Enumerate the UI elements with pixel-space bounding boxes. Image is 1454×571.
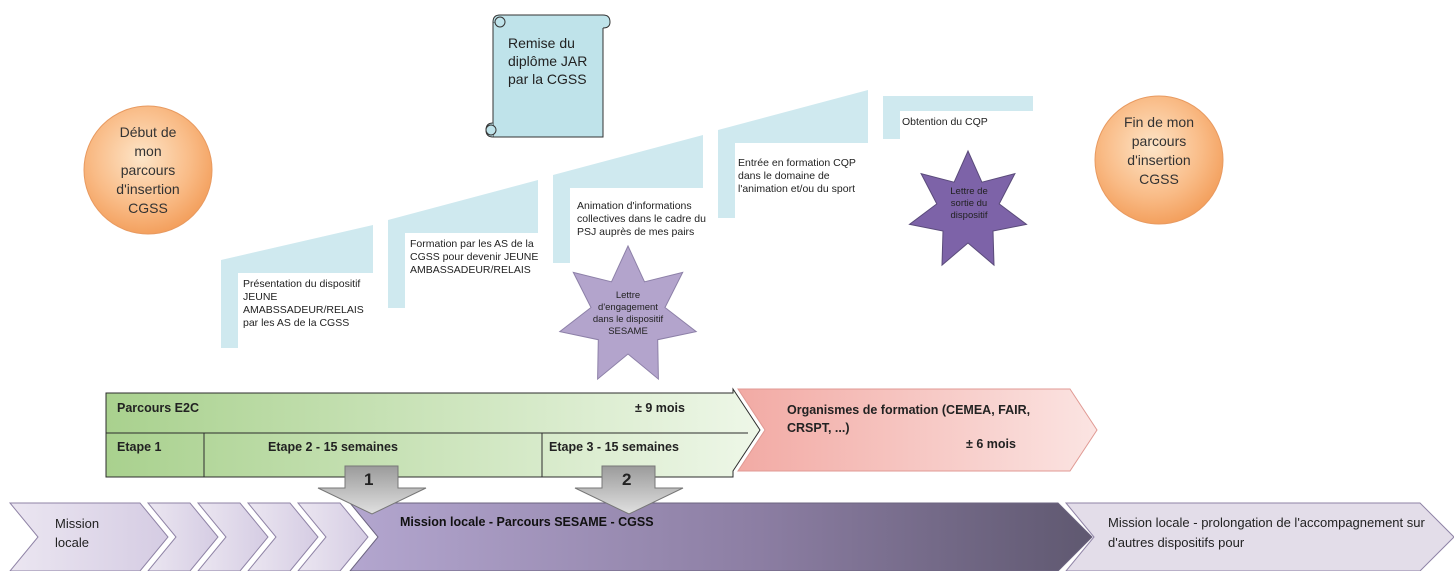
marker-1-arrow: [317, 465, 427, 515]
star-engagement-label: Lettre d'engagement dans le dispositif S…: [592, 290, 664, 337]
step-2-label: Formation par les AS de la CGSS pour dev…: [410, 238, 539, 276]
step-1-label: Présentation du dispositif JEUNE AMABSSA…: [243, 278, 364, 329]
e2c-etape-2: Etape 2 - 15 semaines: [268, 440, 398, 454]
e2c-etape-1: Etape 1: [117, 440, 162, 454]
mission-chevron-2: [146, 502, 219, 571]
start-circle-label: Début de mon parcours d'insertion CGSS: [116, 124, 180, 216]
e2c-title: Parcours E2C: [117, 401, 199, 415]
end-circle: [1094, 95, 1224, 225]
star-engagement: [558, 244, 698, 381]
mission-main-label: Mission locale - Parcours SESAME - CGSS: [400, 515, 654, 529]
end-circle-label: Fin de mon parcours d'insertion CGSS: [1123, 114, 1195, 187]
step-3-label: Animation d'informations collectives dan…: [577, 200, 706, 238]
marker-2-arrow: [574, 465, 684, 515]
e2c-duration: ± 9 mois: [635, 401, 685, 415]
mission-start-label: Mission locale: [55, 516, 100, 550]
mission-end-chevron: [1064, 502, 1454, 571]
mission-chevron-4: [246, 502, 319, 571]
step-shapes: [221, 90, 1033, 348]
mission-chevron-5: [296, 502, 369, 571]
star-exit-label: Lettre de sortie du dispositif: [950, 186, 988, 221]
step-1: [221, 225, 373, 348]
marker-2-label: 2: [622, 470, 632, 489]
e2c-arrow: [105, 387, 761, 478]
step-2: [388, 180, 538, 308]
step-4-label: Entrée en formation CQP dans le domaine …: [738, 157, 856, 195]
mission-start-chevron: [8, 502, 169, 571]
scroll-label: Remise du diplôme JAR par la CGSS: [508, 35, 588, 87]
mission-chevron-3: [196, 502, 269, 571]
scroll-shape: [485, 14, 611, 138]
step-3: [553, 135, 703, 263]
formation-duration: ± 6 mois: [966, 437, 1016, 451]
formation-title: Organismes de formation (CEMEA, FAIR, CR…: [787, 403, 1031, 435]
e2c-etape-3: Etape 3 - 15 semaines: [549, 440, 679, 454]
mission-main-arrow: [348, 502, 1093, 571]
step-5-label: Obtention du CQP: [902, 116, 988, 128]
mission-end-label: Mission locale - prolongation de l'accom…: [1108, 515, 1425, 550]
marker-1-label: 1: [364, 470, 374, 489]
start-circle: [83, 105, 213, 235]
step-5: [883, 96, 1033, 139]
formation-arrow: [737, 388, 1098, 472]
step-4: [718, 90, 868, 218]
star-exit: [908, 149, 1028, 267]
